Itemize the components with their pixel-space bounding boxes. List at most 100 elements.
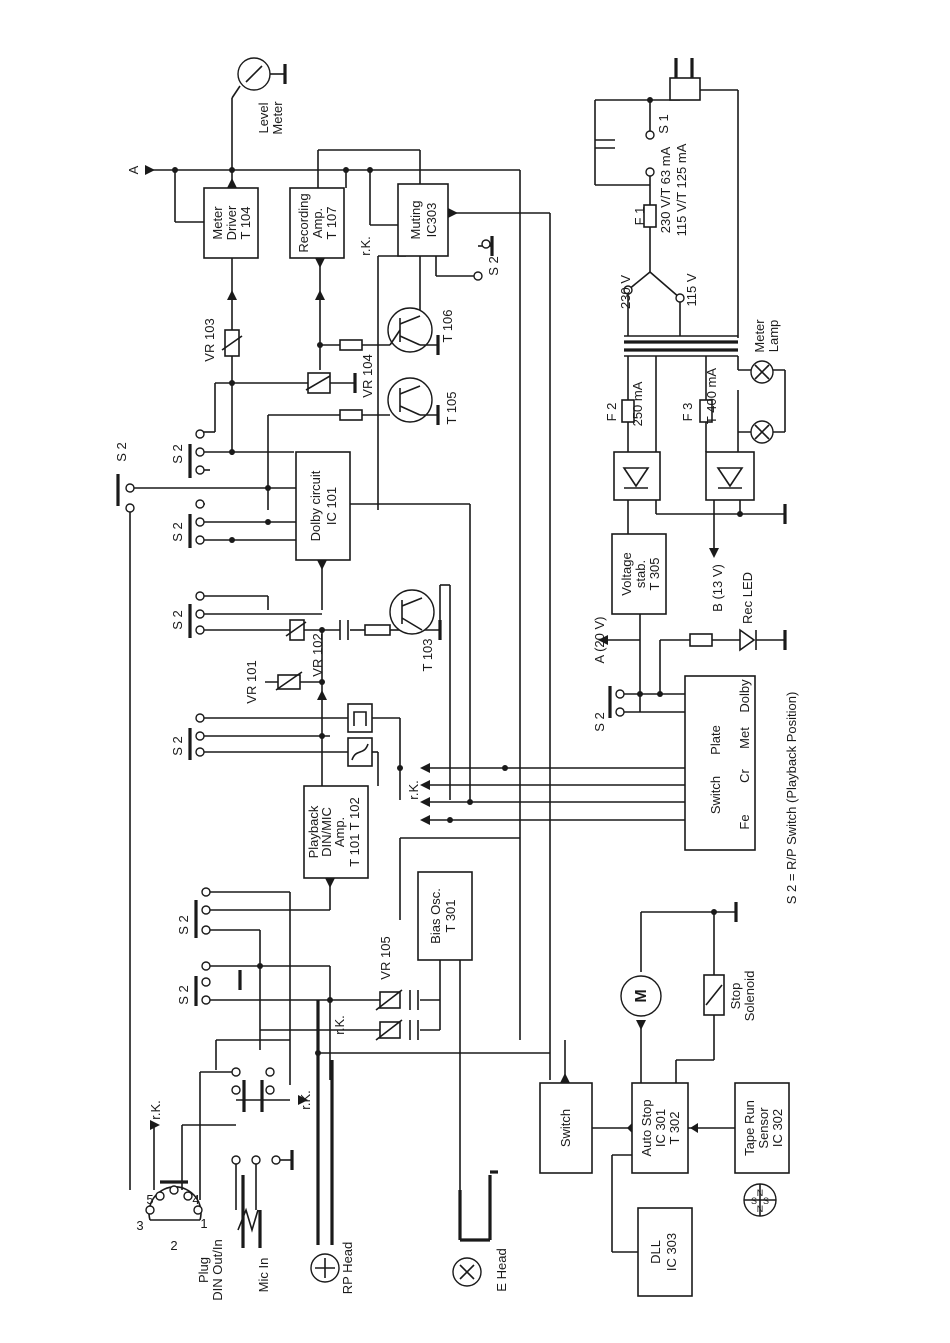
- svg-text:IC 303: IC 303: [664, 1233, 679, 1271]
- svg-text:4: 4: [192, 1192, 199, 1207]
- svg-text:T 105: T 105: [444, 391, 459, 424]
- capacitors: [339, 139, 615, 1040]
- svg-text:A: A: [126, 165, 141, 174]
- svg-text:S 2: S 2: [176, 985, 191, 1005]
- svg-text:T 101 T 102: T 101 T 102: [347, 797, 362, 866]
- svg-text:230 V: 230 V: [618, 275, 633, 309]
- svg-text:Dolby circuit: Dolby circuit: [308, 470, 323, 541]
- svg-text:r.K.: r.K.: [358, 236, 373, 256]
- svg-text:5: 5: [146, 1192, 153, 1207]
- svg-text:N: N: [757, 1188, 764, 1198]
- svg-text:S 1: S 1: [656, 114, 671, 134]
- svg-text:Stop: Stop: [728, 983, 743, 1010]
- svg-text:VR 102: VR 102: [310, 633, 325, 676]
- svg-text:N: N: [757, 1204, 764, 1214]
- svg-text:Voltage: Voltage: [619, 552, 634, 595]
- rectifier-2: [705, 451, 755, 501]
- mic-icon: [237, 1207, 259, 1233]
- voltage-stab-box: Voltage stab. T 305: [611, 533, 667, 615]
- svg-text:IC 101: IC 101: [324, 487, 339, 525]
- svg-text:Sensor: Sensor: [756, 1107, 771, 1149]
- svg-text:Plate: Plate: [708, 725, 723, 755]
- muting-box: Muting IC303: [397, 183, 449, 257]
- dll-box: DLL IC 303: [637, 1207, 693, 1297]
- svg-text:T 302: T 302: [667, 1111, 682, 1144]
- svg-text:Meter: Meter: [270, 101, 285, 135]
- bias-osc-box: Bias Osc. T 301: [417, 871, 473, 961]
- transistor-t103: [389, 589, 435, 635]
- svg-text:Tape Run: Tape Run: [742, 1100, 757, 1156]
- meter-lamps: [750, 360, 774, 444]
- svg-text:Rec LED: Rec LED: [740, 572, 755, 624]
- junction-dots: [172, 97, 743, 1056]
- svg-text:DIN/MIC: DIN/MIC: [319, 807, 334, 857]
- signal-wiring: [129, 85, 685, 1210]
- svg-text:r.K.: r.K.: [148, 1100, 163, 1120]
- svg-text:Solenoid: Solenoid: [742, 971, 757, 1022]
- rectifier-1: [613, 451, 661, 501]
- dolby-box: Dolby circuit IC 101: [295, 451, 351, 561]
- svg-text:S 2: S 2: [114, 442, 129, 462]
- svg-text:VR 101: VR 101: [244, 660, 259, 703]
- svg-text:VR 105: VR 105: [378, 936, 393, 979]
- switch-box: Switch Fe Cr Met Plate Dolby: [684, 675, 756, 851]
- svg-text:T 305: T 305: [647, 557, 662, 590]
- motor-icon: [620, 975, 662, 1017]
- svg-text:Meter: Meter: [210, 206, 225, 240]
- transistor-t106: [387, 307, 438, 353]
- s2-switch-contacts: [116, 130, 685, 1165]
- svg-text:S 2: S 2: [170, 736, 185, 756]
- svg-text:230 V/T 63 mA: 230 V/T 63 mA: [658, 146, 673, 233]
- recording-amp-box: Recording Amp. T 107: [289, 187, 345, 259]
- svg-text:Mic In: Mic In: [256, 1258, 271, 1293]
- svg-text:Amp.: Amp.: [332, 817, 347, 847]
- svg-text:RP Head: RP Head: [340, 1242, 355, 1295]
- svg-text:F 2: F 2: [604, 403, 619, 422]
- level-meter-icon: [237, 57, 271, 91]
- svg-text:Auto Stop: Auto Stop: [639, 1099, 654, 1156]
- svg-text:T 106: T 106: [440, 309, 455, 342]
- labels: Level Meter A VR 103 VR 104 T 106 T 105 …: [114, 101, 799, 1301]
- svg-text:S 2: S 2: [592, 712, 607, 732]
- svg-text:M: M: [633, 989, 650, 1002]
- svg-text:T 104: T 104: [238, 206, 253, 239]
- svg-text:T 107: T 107: [324, 206, 339, 239]
- ground-symbols: [238, 64, 787, 1174]
- meter-driver-box: Meter Driver T 104: [203, 187, 259, 259]
- svg-text:Driver: Driver: [224, 205, 239, 240]
- playback-amp-box: Playback DIN/MIC Amp. T 101 T 102: [303, 785, 369, 879]
- fuses: [621, 204, 713, 423]
- svg-text:IC 302: IC 302: [770, 1109, 785, 1147]
- svg-text:Met: Met: [737, 727, 752, 749]
- din-plug-icon: [145, 1180, 203, 1221]
- auto-stop-box: Auto Stop IC 301 T 302: [631, 1082, 689, 1174]
- svg-text:S: S: [763, 1196, 769, 1206]
- svg-text:250 mA: 250 mA: [630, 381, 645, 426]
- svg-text:r.K.: r.K.: [406, 780, 421, 800]
- filter-highpass-box: [347, 703, 373, 733]
- svg-text:1: 1: [200, 1216, 207, 1231]
- svg-text:Fe: Fe: [737, 814, 752, 829]
- auto-stop-wiring: M: [592, 911, 736, 1253]
- svg-text:DIN Out/In: DIN Out/In: [210, 1239, 225, 1300]
- svg-text:VR 104: VR 104: [360, 354, 375, 397]
- svg-text:A (20 V): A (20 V): [592, 617, 607, 664]
- svg-text:115 V/T 125 mA: 115 V/T 125 mA: [674, 143, 689, 236]
- head-wires: [241, 1000, 492, 1248]
- svg-text:T 103: T 103: [420, 638, 435, 671]
- svg-text:Bias Osc.: Bias Osc.: [428, 888, 443, 944]
- svg-text:Switch: Switch: [708, 776, 723, 814]
- svg-text:2: 2: [170, 1238, 177, 1253]
- svg-text:B (13 V): B (13 V): [710, 564, 725, 612]
- svg-text:VR 103: VR 103: [202, 318, 217, 361]
- resistors: [221, 329, 403, 1041]
- svg-text:stab.: stab.: [633, 560, 648, 588]
- switch-small-box: Switch: [539, 1082, 593, 1174]
- svg-text:E Head: E Head: [494, 1248, 509, 1291]
- svg-text:S 2: S 2: [170, 522, 185, 542]
- svg-text:IC303: IC303: [424, 203, 439, 238]
- svg-text:Level: Level: [256, 102, 271, 133]
- svg-text:T 301: T 301: [443, 899, 458, 932]
- svg-text:S 2: S 2: [170, 610, 185, 630]
